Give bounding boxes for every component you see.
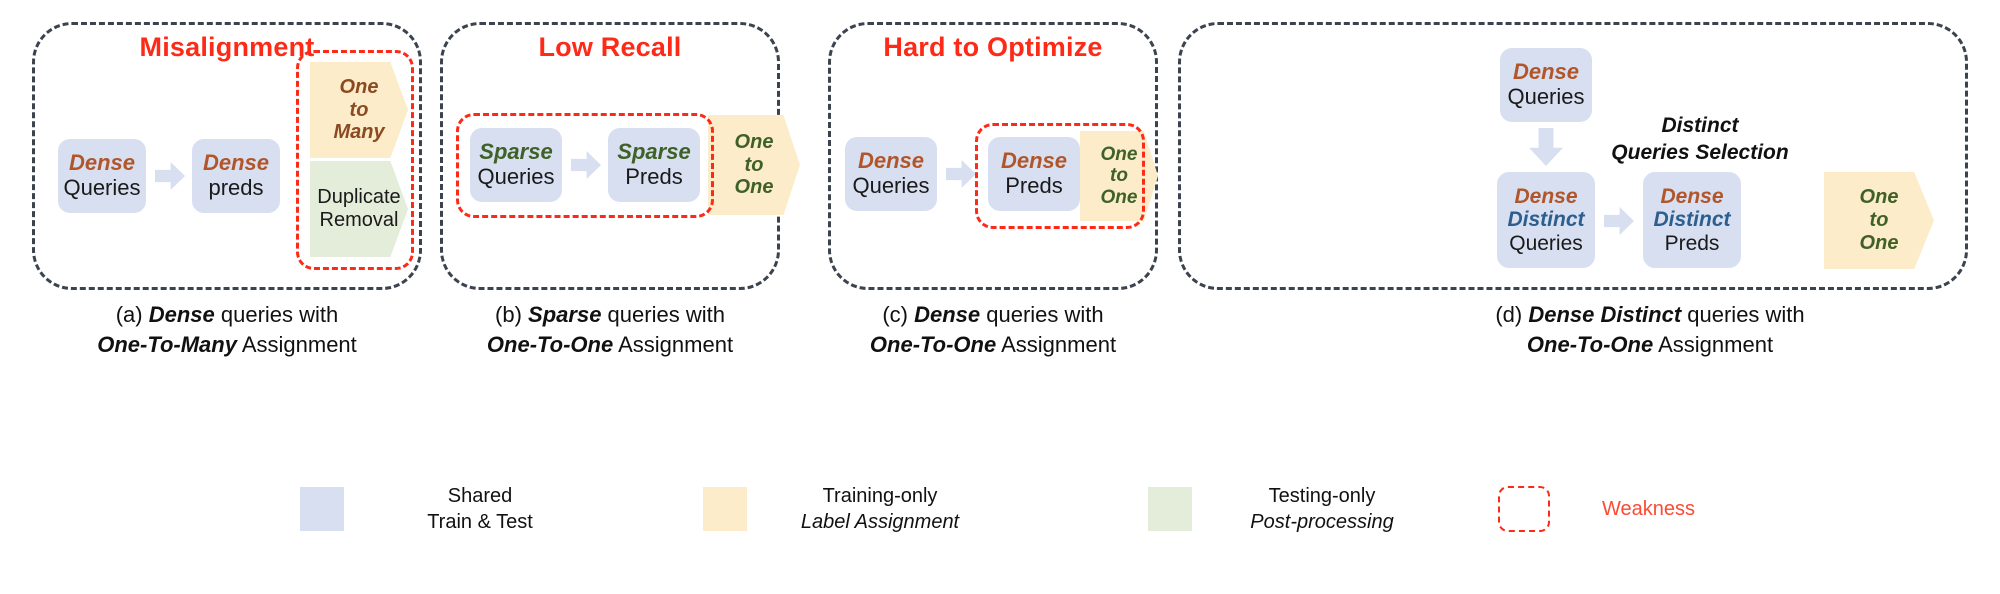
legend-label-training-only: Training-only Label Assignment [770,483,990,535]
node-keyword: Sparse [617,139,691,165]
caption-prefix: (d) [1495,302,1529,327]
panel-c-node-dense-queries: Dense Queries [845,137,937,211]
caption-emphasis-2: One-To-One [486,331,614,357]
selection-label-line-1: Distinct [1661,114,1739,137]
node-label: Preds [1664,231,1720,255]
panel-a-node-dense-queries: Dense Queries [58,139,146,213]
panel-d-node-one-to-one: One to One [1824,172,1934,269]
panel-a-caption: (a) Dense queries with One-To-Many Assig… [32,300,422,359]
node-line-3: One [1100,186,1138,208]
legend-line-1: Training-only [822,485,938,507]
caption-emphasis: Sparse [528,302,602,327]
node-line-2: to [349,98,369,121]
legend-swatch-training-only [703,487,747,531]
caption-prefix: (a) [115,302,149,327]
caption-emphasis-2: One-To-One [1526,331,1654,357]
legend-swatch-testing-only [1148,487,1192,531]
node-keyword: Dense [1000,148,1068,174]
node-keyword: Dense [68,150,136,176]
panel-d-caption: (d) Dense Distinct queries with One-To-O… [1400,300,1900,359]
node-line-1: Duplicate [317,186,401,209]
caption-emphasis: Dense [148,302,215,327]
caption-suffix: queries with [1681,302,1805,327]
caption-suffix-2: Assignment [1653,331,1774,357]
panel-c-node-dense-preds: Dense Preds [988,137,1080,211]
node-keyword: Sparse [479,139,553,165]
caption-suffix-2: Assignment [996,331,1117,357]
node-line-3: Many [333,121,385,144]
node-label: preds [208,175,264,200]
node-keyword-2: Distinct [1653,208,1731,232]
caption-emphasis-2: One-To-One [869,331,997,357]
panel-a-node-duplicate-removal: Duplicate Removal [310,161,408,257]
caption-suffix: queries with [601,302,725,327]
legend-swatch-weakness [1498,486,1550,532]
legend-label-testing-only: Testing-only Post-processing [1212,483,1432,535]
selection-label-line-2: Queries Selection [1611,141,1789,165]
caption-emphasis: Dense [914,302,981,327]
node-keyword: Dense [1512,59,1580,85]
legend-line-2: Label Assignment [800,511,960,533]
caption-suffix: queries with [980,302,1104,327]
legend-line-2: Post-processing [1250,511,1394,533]
panel-c [828,22,1158,290]
node-label: Preds [1005,173,1063,198]
node-line-1: One [1859,186,1899,209]
node-label: Preds [625,164,683,189]
panel-b-node-one-to-one: One to One [708,115,800,215]
node-line-3: One [734,176,774,199]
caption-prefix: (b) [495,302,529,327]
node-line-1: One [339,75,379,98]
node-keyword: Dense [1514,184,1578,208]
panel-b-title: Low Recall [538,32,682,62]
legend-line-1: Testing-only [1268,485,1376,507]
node-label: Queries [1507,84,1585,109]
panel-d-distinct-queries-selection-label: Distinct Queries Selection [1570,112,1830,167]
caption-suffix-2: Assignment [613,331,734,357]
node-line-1: One [1100,143,1138,165]
node-keyword: Dense [857,148,925,174]
node-keyword: Dense [1660,184,1724,208]
legend-label-weakness: Weakness [1602,498,1696,520]
panel-b-node-sparse-queries: Sparse Queries [470,128,562,202]
node-line-1: One [734,130,774,153]
legend-swatch-shared [300,487,344,531]
node-keyword-2: Distinct [1507,208,1585,232]
panel-b-node-sparse-preds: Sparse Preds [608,128,700,202]
legend-line-1: Shared [447,485,513,507]
panel-d-node-dense-distinct-queries: Dense Distinct Queries [1497,172,1595,268]
caption-prefix: (c) [882,302,915,327]
panel-a [32,22,422,290]
panel-c-caption: (c) Dense queries with One-To-One Assign… [818,300,1168,359]
node-label: Queries [63,175,141,200]
node-label: Queries [477,164,555,189]
caption-suffix-2: Assignment [236,331,357,357]
node-keyword: Dense [202,150,270,176]
panel-b-caption: (b) Sparse queries with One-To-One Assig… [430,300,790,359]
node-label: Queries [1509,231,1583,255]
node-line-2: to [1869,209,1889,232]
caption-suffix: queries with [214,302,339,327]
panel-a-node-dense-preds: Dense preds [192,139,280,213]
node-line-3: One [1859,231,1899,254]
node-line-2: Removal [319,209,399,231]
panel-a-title: Misalignment [139,32,315,62]
panel-d-node-dense-distinct-preds: Dense Distinct Preds [1643,172,1741,268]
panel-c-title: Hard to Optimize [883,32,1103,62]
legend-label-shared: Shared Train & Test [385,483,575,535]
node-label: Queries [852,173,930,198]
node-line-2: to [1110,165,1128,187]
caption-emphasis-2: One-To-Many [97,331,237,357]
panel-c-node-one-to-one: One to One [1080,131,1158,221]
panel-a-node-one-to-many: One to Many [310,62,408,158]
panel-d [1178,22,1968,290]
caption-emphasis: Dense Distinct [1528,302,1682,327]
node-line-2: to [744,153,764,176]
legend-line-2: Train & Test [427,511,533,533]
panel-d-node-dense-queries: Dense Queries [1500,48,1592,122]
